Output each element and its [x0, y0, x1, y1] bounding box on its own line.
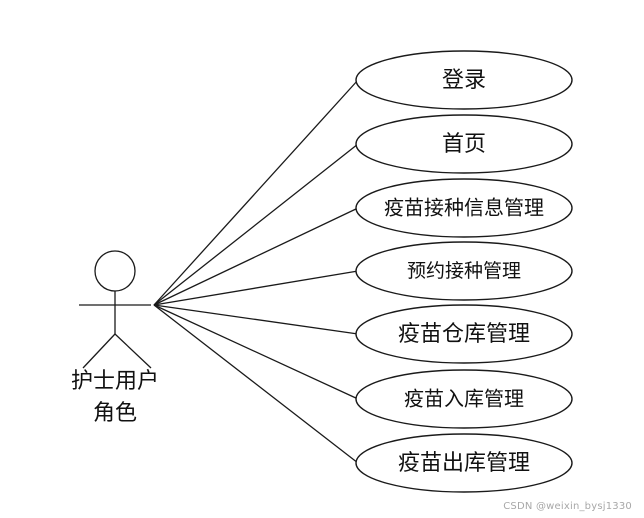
- use-case-ellipse: [355, 304, 573, 364]
- use-case-vaccine-inbound-management: 疫苗入库管理: [355, 369, 573, 429]
- use-case-ellipse: [355, 241, 573, 301]
- use-case-login: 登录: [355, 50, 573, 110]
- use-case-label: 首页: [442, 132, 486, 157]
- use-case-label: 疫苗入库管理: [404, 387, 524, 411]
- actor-label-line2: 角色: [93, 401, 137, 426]
- use-case-label: 疫苗接种信息管理: [384, 196, 544, 220]
- use-case-vaccine-warehouse-management: 疫苗仓库管理: [355, 304, 573, 364]
- use-case-vaccine-outbound-management: 疫苗出库管理: [355, 433, 573, 493]
- actor-right-leg: [114, 333, 152, 369]
- use-case-ellipse: [355, 50, 573, 110]
- association-line-appointment-vaccination-management: [153, 270, 359, 306]
- use-case-vaccination-info-management: 疫苗接种信息管理: [355, 178, 573, 238]
- association-line-vaccination-info-management: [153, 207, 359, 306]
- use-case-ellipse: [355, 114, 573, 174]
- actor-head: [94, 250, 136, 292]
- association-line-home: [153, 143, 359, 306]
- association-line-vaccine-outbound-management: [153, 304, 359, 464]
- use-case-home: 首页: [355, 114, 573, 174]
- use-case-label: 疫苗仓库管理: [398, 322, 530, 347]
- association-line-vaccine-inbound-management: [153, 304, 359, 400]
- association-line-vaccine-warehouse-management: [153, 304, 359, 335]
- association-line-login: [153, 79, 359, 306]
- use-case-ellipse: [355, 369, 573, 429]
- use-case-label: 预约接种管理: [407, 260, 521, 282]
- use-case-appointment-vaccination-management: 预约接种管理: [355, 241, 573, 301]
- use-case-label: 登录: [442, 68, 486, 93]
- watermark: CSDN @weixin_bysj1330: [503, 501, 632, 512]
- use-case-label: 疫苗出库管理: [398, 451, 530, 476]
- use-case-ellipse: [355, 433, 573, 493]
- association-lines: [153, 79, 359, 464]
- actor-left-leg: [82, 333, 116, 369]
- use-case-ellipse: [355, 178, 573, 238]
- actor-label-line1: 护士用户: [71, 369, 159, 394]
- actor: 护士用户 角色: [71, 250, 159, 426]
